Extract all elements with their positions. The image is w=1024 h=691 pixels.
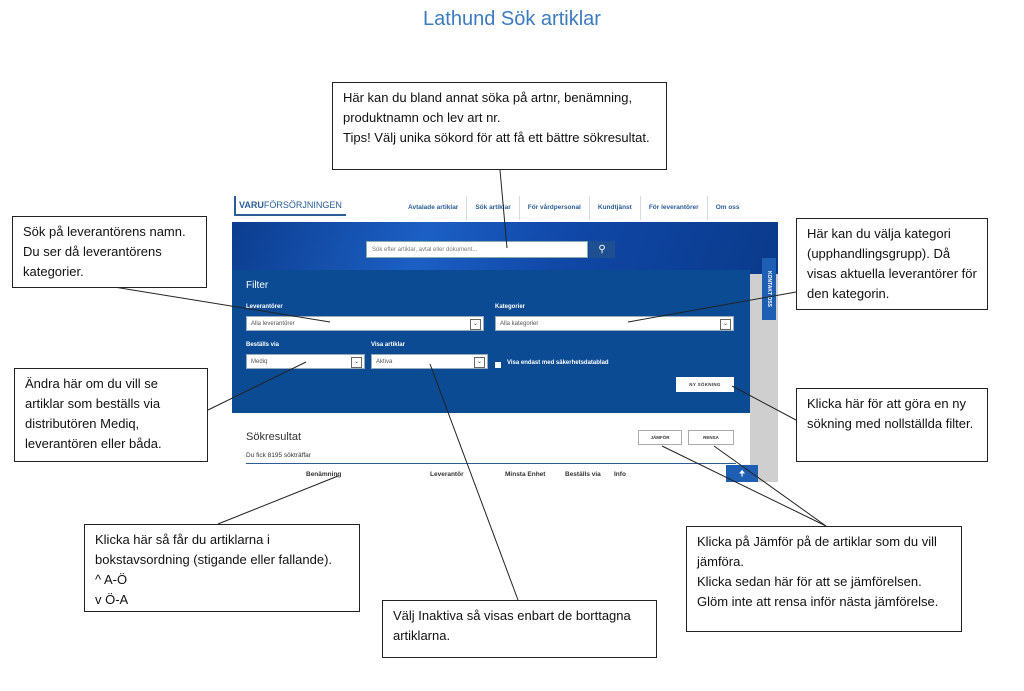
- ny-sokning-button[interactable]: NY SÖKNING: [676, 377, 734, 392]
- column-benamning[interactable]: Benämning: [306, 471, 342, 478]
- visa-artiklar-label: Visa artiklar: [371, 342, 405, 348]
- search-input[interactable]: Sök efter artiklar, avtal eller dokument…: [366, 241, 588, 258]
- main-nav: Avtalade artiklar Sök artiklar För vårdp…: [400, 196, 748, 220]
- results-count: Du fick 8195 sökträffar: [246, 452, 311, 459]
- column-leverantor[interactable]: Leverantör: [430, 471, 464, 478]
- chevron-down-icon: ⌄: [351, 357, 362, 368]
- filter-title: Filter: [246, 280, 269, 291]
- column-info[interactable]: Info: [614, 471, 626, 478]
- nav-avtalade-artiklar[interactable]: Avtalade artiklar: [408, 204, 459, 211]
- document-title: Lathund Sök artiklar: [423, 8, 601, 30]
- leverantorer-label: Leverantörer: [246, 304, 283, 310]
- column-bestalls-via[interactable]: Beställs via: [565, 471, 601, 478]
- leverantorer-select[interactable]: Alla leverantörer ⌄: [246, 316, 484, 331]
- nav-for-leverantorer[interactable]: För leverantörer: [639, 196, 707, 220]
- callout-inaktiva: Välj Inaktiva så visas enbart de borttag…: [382, 600, 657, 658]
- results-title: Sökresultat: [246, 431, 302, 443]
- sakerhetsdatablad-label: Visa endast med säkerhetsdatablad: [507, 360, 609, 366]
- nav-for-vardpersonal[interactable]: För vårdpersonal: [518, 196, 589, 220]
- callout-search: Här kan du bland annat söka på artnr, be…: [332, 82, 667, 170]
- callout-kategori: Här kan du välja kategori (upphandlingsg…: [796, 218, 988, 310]
- kategorier-select[interactable]: Alla kategorier ⌄: [495, 316, 734, 331]
- line-inaktiva: [429, 363, 519, 601]
- leverantorer-value: Alla leverantörer: [251, 321, 295, 327]
- search-icon: ⚲: [598, 244, 606, 255]
- logo-rest-text: FÖRSÖRJNINGEN: [263, 200, 342, 210]
- search-page-screenshot: VARUFÖRSÖRJNINGEN Avtalade artiklar Sök …: [232, 190, 778, 482]
- kategorier-value: Alla kategorier: [500, 321, 539, 327]
- hero-banner: Sök efter artiklar, avtal eller dokument…: [232, 222, 778, 274]
- callout-leverantor: Sök på leverantörens namn. Du ser då lev…: [12, 216, 207, 288]
- nav-kundtjanst[interactable]: Kundtjänst: [588, 196, 640, 220]
- callout-benamning: Klicka här så får du artiklarna i boksta…: [84, 524, 360, 612]
- scroll-top-button[interactable]: 🠉: [726, 465, 758, 482]
- line-kategori: [627, 291, 797, 323]
- callout-bestalls: Ändra här om du vill se artiklar som bes…: [14, 368, 208, 462]
- logo-bold-text: VARU: [239, 200, 264, 210]
- filter-panel: Filter Leverantörer Alla leverantörer ⌄ K…: [232, 270, 750, 413]
- contact-tab[interactable]: KONTAKT OSS: [762, 258, 776, 320]
- chevron-down-icon: ⌄: [470, 319, 481, 330]
- chevron-down-icon: ⌄: [720, 319, 731, 330]
- visa-artiklar-select[interactable]: Aktiva ⌄: [371, 354, 488, 369]
- line-rensa: [713, 445, 827, 527]
- line-nysokning: [731, 385, 797, 421]
- line-bestalls: [207, 361, 307, 411]
- sakerhetsdatablad-checkbox[interactable]: [495, 362, 501, 368]
- nav-om-oss[interactable]: Om oss: [706, 196, 748, 220]
- callout-jamfor: Klicka på Jämför på de artiklar som du v…: [686, 526, 962, 632]
- arrow-up-icon: 🠉: [738, 469, 746, 478]
- line-leverantor: [107, 285, 331, 323]
- nav-sok-artiklar[interactable]: Sök artiklar: [466, 196, 518, 220]
- search-button[interactable]: ⚲: [589, 241, 615, 258]
- jamfor-button[interactable]: JÄMFÖR: [638, 430, 682, 445]
- column-minsta-enhet[interactable]: Minsta Enhet: [505, 471, 546, 478]
- kategorier-label: Kategorier: [495, 304, 526, 310]
- varuforsorjningen-logo[interactable]: VARUFÖRSÖRJNINGEN: [234, 196, 346, 216]
- results-divider: [246, 463, 736, 464]
- bestalls-via-select[interactable]: Mediq ⌄: [246, 354, 365, 369]
- callout-nysokning: Klicka här för att göra en ny sökning me…: [796, 388, 988, 462]
- rensa-button[interactable]: RENSA: [688, 430, 734, 445]
- bestalls-via-label: Beställs via: [246, 342, 280, 348]
- line-jamfor: [661, 445, 827, 527]
- results-section: Sökresultat Du fick 8195 sökträffar JÄMF…: [232, 413, 758, 482]
- chevron-down-icon: ⌄: [474, 357, 485, 368]
- line-benamning: [217, 475, 339, 525]
- line-search: [499, 169, 508, 249]
- bestalls-via-value: Mediq: [251, 359, 268, 365]
- visa-artiklar-value: Aktiva: [376, 359, 393, 365]
